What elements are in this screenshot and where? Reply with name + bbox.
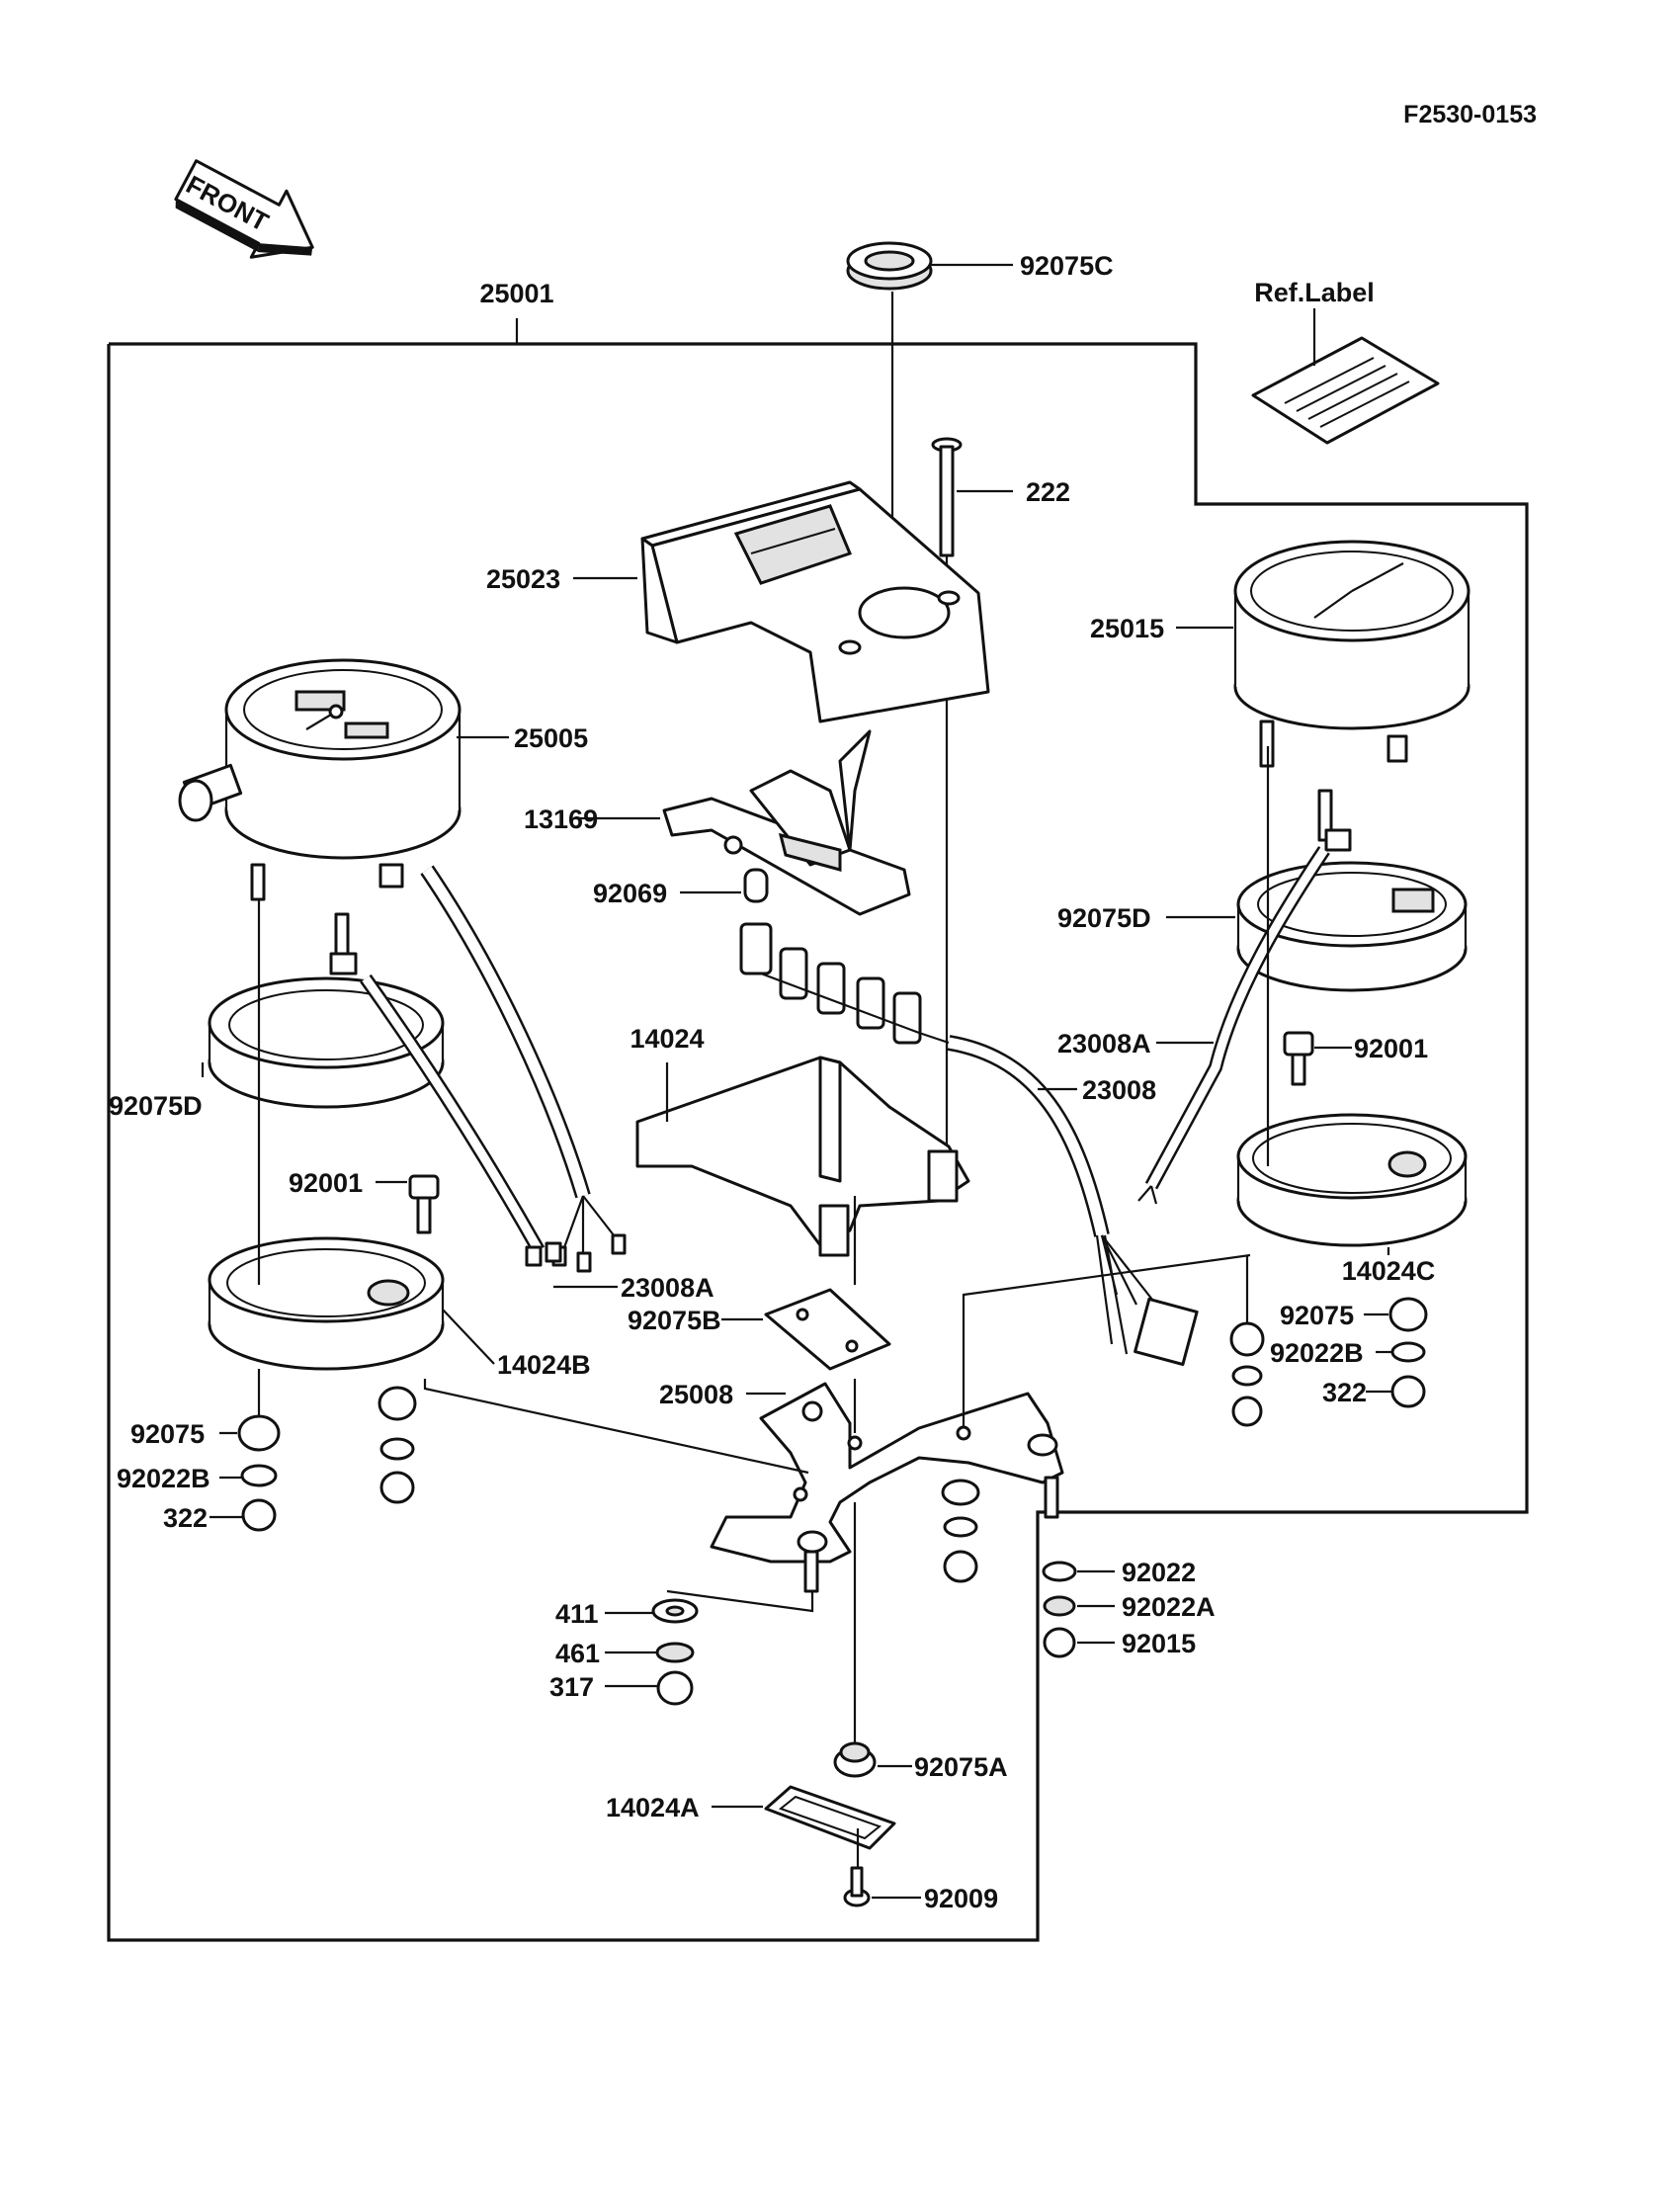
nut-92075-right [1388, 1297, 1428, 1332]
meter-bottom-case-14024c [1236, 1113, 1468, 1247]
label-25001: 25001 [479, 279, 553, 308]
document-code: F2530-0153 [1403, 101, 1537, 128]
tachometer-25015 [1233, 540, 1470, 768]
speedometer-25005 [178, 658, 462, 901]
bracket-14024 [635, 1056, 970, 1257]
label-14024b: 14024B [497, 1350, 591, 1380]
harness-connector [1095, 1234, 1199, 1367]
label-92075d-right: 92075D [1057, 903, 1151, 933]
label-92022b-right: 92022B [1270, 1338, 1364, 1368]
label-13169: 13169 [524, 805, 598, 834]
label-92075c: 92075C [1020, 251, 1114, 281]
meter-cover-25023 [640, 480, 990, 723]
label-23008: 23008 [1082, 1075, 1156, 1105]
label-14024a: 14024A [606, 1793, 700, 1822]
label-92015: 92015 [1122, 1629, 1196, 1658]
label-461: 461 [555, 1639, 600, 1668]
screw-92001-right [1283, 1031, 1314, 1086]
label-92075b: 92075B [628, 1306, 721, 1335]
nut-92015 [1043, 1627, 1076, 1658]
label-411: 411 [555, 1599, 599, 1629]
washer-411 [651, 1598, 699, 1624]
label-92069: 92069 [593, 879, 667, 908]
label-14024c: 14024C [1342, 1256, 1436, 1286]
nut-322-left [241, 1498, 277, 1532]
label-92001-right: 92001 [1354, 1034, 1428, 1063]
label-92075-right: 92075 [1280, 1301, 1354, 1330]
grommet-92075a [833, 1741, 877, 1778]
label-25008: 25008 [659, 1380, 733, 1409]
label-ref-label: Ref.Label [1254, 278, 1375, 307]
meter-case-92075d-left [208, 912, 445, 1109]
label-14024: 14024 [630, 1024, 704, 1054]
reference-label-sticker [1251, 308, 1440, 445]
label-92001-left: 92001 [289, 1168, 363, 1198]
plate-92075b [764, 1288, 891, 1371]
label-25015: 25015 [1090, 614, 1164, 643]
nut-322-right [1390, 1375, 1426, 1408]
grommet-92075c [846, 241, 933, 291]
label-222: 222 [1026, 477, 1070, 507]
meter-case-92075d-right [1236, 789, 1468, 992]
label-92022b-left: 92022B [117, 1464, 210, 1493]
label-25005: 25005 [514, 723, 588, 753]
plate-14024a [764, 1785, 896, 1850]
label-25023: 25023 [486, 564, 560, 594]
label-322-left: 322 [163, 1503, 208, 1533]
bulb-sockets [739, 922, 950, 1045]
washer-92022b-right [1390, 1341, 1426, 1363]
nut-92075-left [237, 1414, 281, 1452]
bracket-25008 [710, 1382, 1064, 1593]
label-92075-left: 92075 [130, 1419, 205, 1449]
label-23008a-left: 23008A [621, 1273, 714, 1303]
washer-92022 [1042, 1561, 1077, 1582]
washer-92022a [1043, 1595, 1076, 1617]
left-nut-stack-inner [378, 1386, 417, 1504]
middle-nut-stack [941, 1479, 980, 1583]
screw-92001-left [408, 1174, 440, 1234]
label-317: 317 [549, 1672, 594, 1702]
socket-holder-13169 [662, 729, 911, 916]
nut-317 [656, 1670, 694, 1706]
label-322-right: 322 [1322, 1378, 1367, 1407]
label-92022a: 92022A [1122, 1592, 1216, 1622]
meter-bottom-case-14024b [208, 1236, 445, 1371]
screw-222 [931, 437, 963, 557]
label-23008a-right: 23008A [1057, 1029, 1151, 1059]
front-arrow-icon: FRONT [174, 159, 314, 259]
label-92075a: 92075A [914, 1752, 1008, 1782]
right-nut-stack [1229, 1321, 1265, 1427]
assembly-frame [107, 342, 1529, 1942]
washer-461 [655, 1642, 695, 1663]
label-92022: 92022 [1122, 1558, 1196, 1587]
label-92009: 92009 [924, 1884, 998, 1913]
washer-92022b-left [240, 1464, 278, 1487]
label-92075d-left: 92075D [109, 1091, 203, 1121]
screw-92009 [843, 1866, 871, 1907]
bulb-92069 [743, 868, 769, 903]
